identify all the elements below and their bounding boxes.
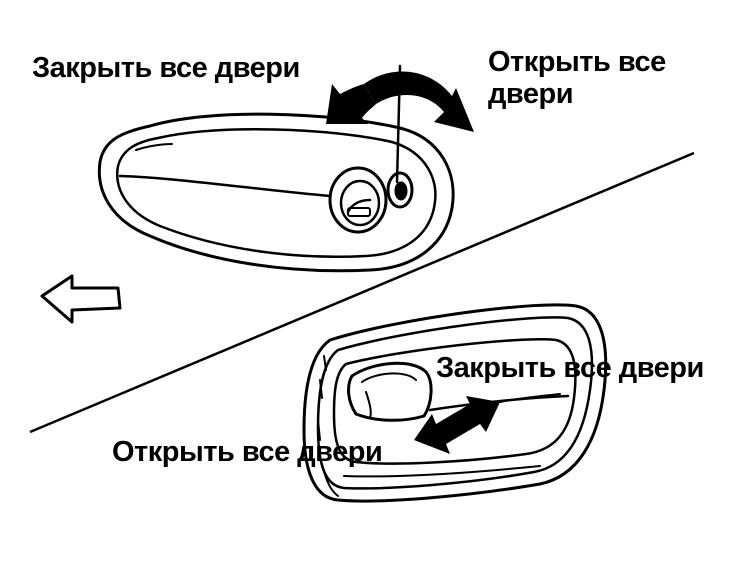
forward-direction-arrow-icon <box>40 274 122 324</box>
lock-all-doors-label-top: Закрыть все двери <box>32 52 300 84</box>
separator-line <box>29 151 695 434</box>
inner-door-handle <box>302 303 608 503</box>
curved-double-arrow-icon <box>326 71 474 132</box>
unlock-all-doors-label-bottom: Открыть все двери <box>112 436 383 468</box>
key-cylinder <box>328 64 414 234</box>
lock-all-doors-label-bottom: Закрыть все двери <box>436 352 704 384</box>
straight-double-arrow-icon <box>414 396 500 454</box>
unlock-all-doors-label-top: Открыть все двери <box>488 46 666 110</box>
